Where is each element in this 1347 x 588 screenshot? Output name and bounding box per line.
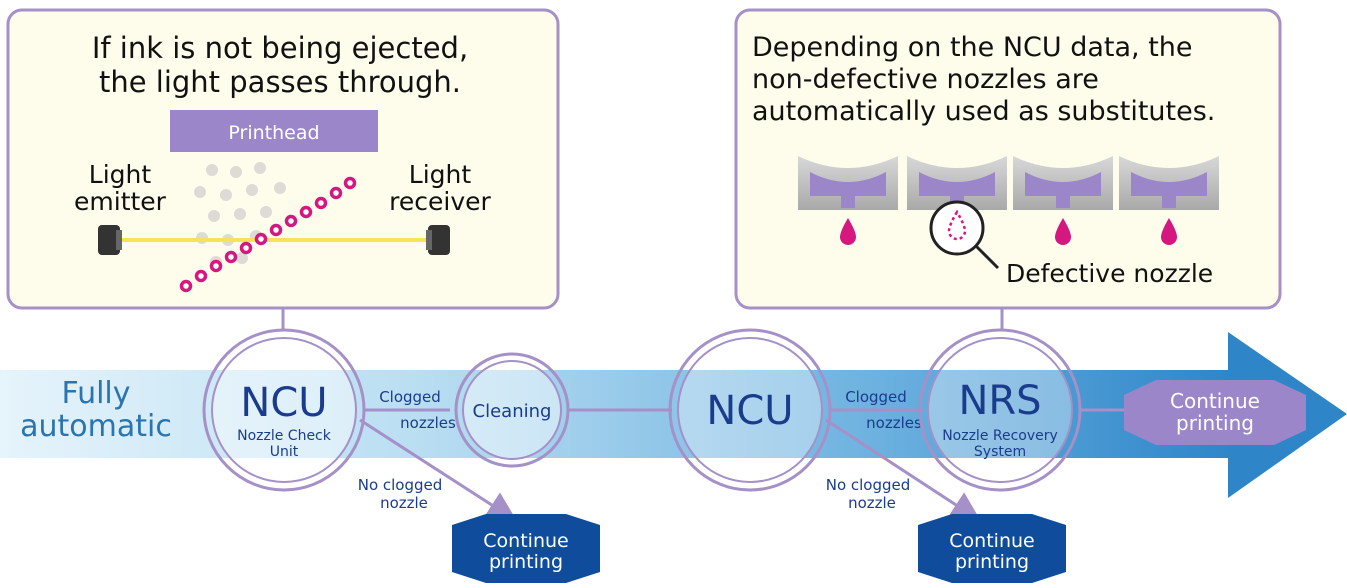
continue-printing-badge-2: Continue printing <box>918 514 1066 583</box>
nrs-sub-line1: Nozzle Recovery <box>942 428 1058 444</box>
nrs-sub-line2: System <box>974 444 1026 460</box>
ncu2-title: NCU <box>706 388 793 434</box>
ncu1-sub-line2: Unit <box>270 444 299 460</box>
sensor-icon <box>426 225 450 255</box>
left-callout-title-line1: If ink is not being ejected, <box>92 31 468 65</box>
nozzle-module-1 <box>798 156 898 210</box>
sensor-icon <box>98 225 122 255</box>
ncu1-sub-line1: Nozzle Check <box>237 428 332 444</box>
continue2-line1: Continue <box>949 530 1034 552</box>
clogged2-line2: nozzles <box>866 414 922 432</box>
emitter-label-line1: Light <box>89 160 152 189</box>
right-callout: Depending on the NCU data, the non-defec… <box>734 8 1282 330</box>
cleaning-label: Cleaning <box>473 401 552 422</box>
continue-printing-badge-3: Continue printing <box>1080 380 1306 445</box>
printhead <box>170 110 378 152</box>
printhead-label: Printhead <box>228 122 319 144</box>
ncu1-node: NCU Nozzle Check Unit <box>202 328 366 492</box>
receiver-label-line1: Light <box>409 160 472 189</box>
right-callout-title-line1: Depending on the NCU data, the <box>752 32 1193 63</box>
clogged2-line1: Clogged <box>845 388 907 406</box>
ink-drop-icon <box>1055 218 1071 245</box>
defective-nozzle-label: Defective nozzle <box>1006 259 1213 288</box>
nozzle-module-3 <box>1013 156 1113 210</box>
noclog2-line1: No clogged <box>826 476 911 494</box>
receiver-label-line2: receiver <box>389 187 491 216</box>
ink-drop-icon <box>840 218 856 245</box>
clogged1-line2: nozzles <box>400 414 456 432</box>
continue3-line2: printing <box>1176 411 1254 435</box>
cleaning-node: Cleaning <box>454 352 570 468</box>
noclog1-arrow <box>359 418 518 522</box>
nozzle-module-4 <box>1119 156 1219 210</box>
noclog2-arrow <box>825 418 982 522</box>
right-callout-title-line2: non-defective nozzles are <box>752 64 1099 95</box>
emitter-label-line2: emitter <box>74 187 167 216</box>
noclog1-line1: No clogged <box>358 476 443 494</box>
ink-droplets <box>179 176 357 293</box>
clogged1-line1: Clogged <box>379 388 441 406</box>
ncu2-node: NCU <box>668 328 832 492</box>
continue1-line1: Continue <box>483 530 568 552</box>
fully-automatic-line2: automatic <box>20 409 172 444</box>
continue2-line2: printing <box>955 551 1029 573</box>
left-callout: If ink is not being ejected, the light p… <box>6 8 560 330</box>
left-callout-title-line2: the light passes through. <box>99 65 461 99</box>
continue1-line2: printing <box>489 551 563 573</box>
magnifier-icon <box>929 200 1000 270</box>
nrs-node: NRS Nozzle Recovery System <box>918 328 1082 492</box>
fully-automatic-line1: Fully <box>61 376 130 411</box>
nrs-title: NRS <box>958 378 1041 424</box>
noclog2-line2: nozzle <box>848 494 896 512</box>
continue3-line1: Continue <box>1170 389 1260 413</box>
ink-drop-icon <box>1161 218 1177 245</box>
noclog1-line2: nozzle <box>380 494 428 512</box>
right-callout-title-line3: automatically used as substitutes. <box>752 96 1215 127</box>
ncu1-title: NCU <box>240 380 327 426</box>
continue-printing-badge-1: Continue printing <box>452 514 600 583</box>
